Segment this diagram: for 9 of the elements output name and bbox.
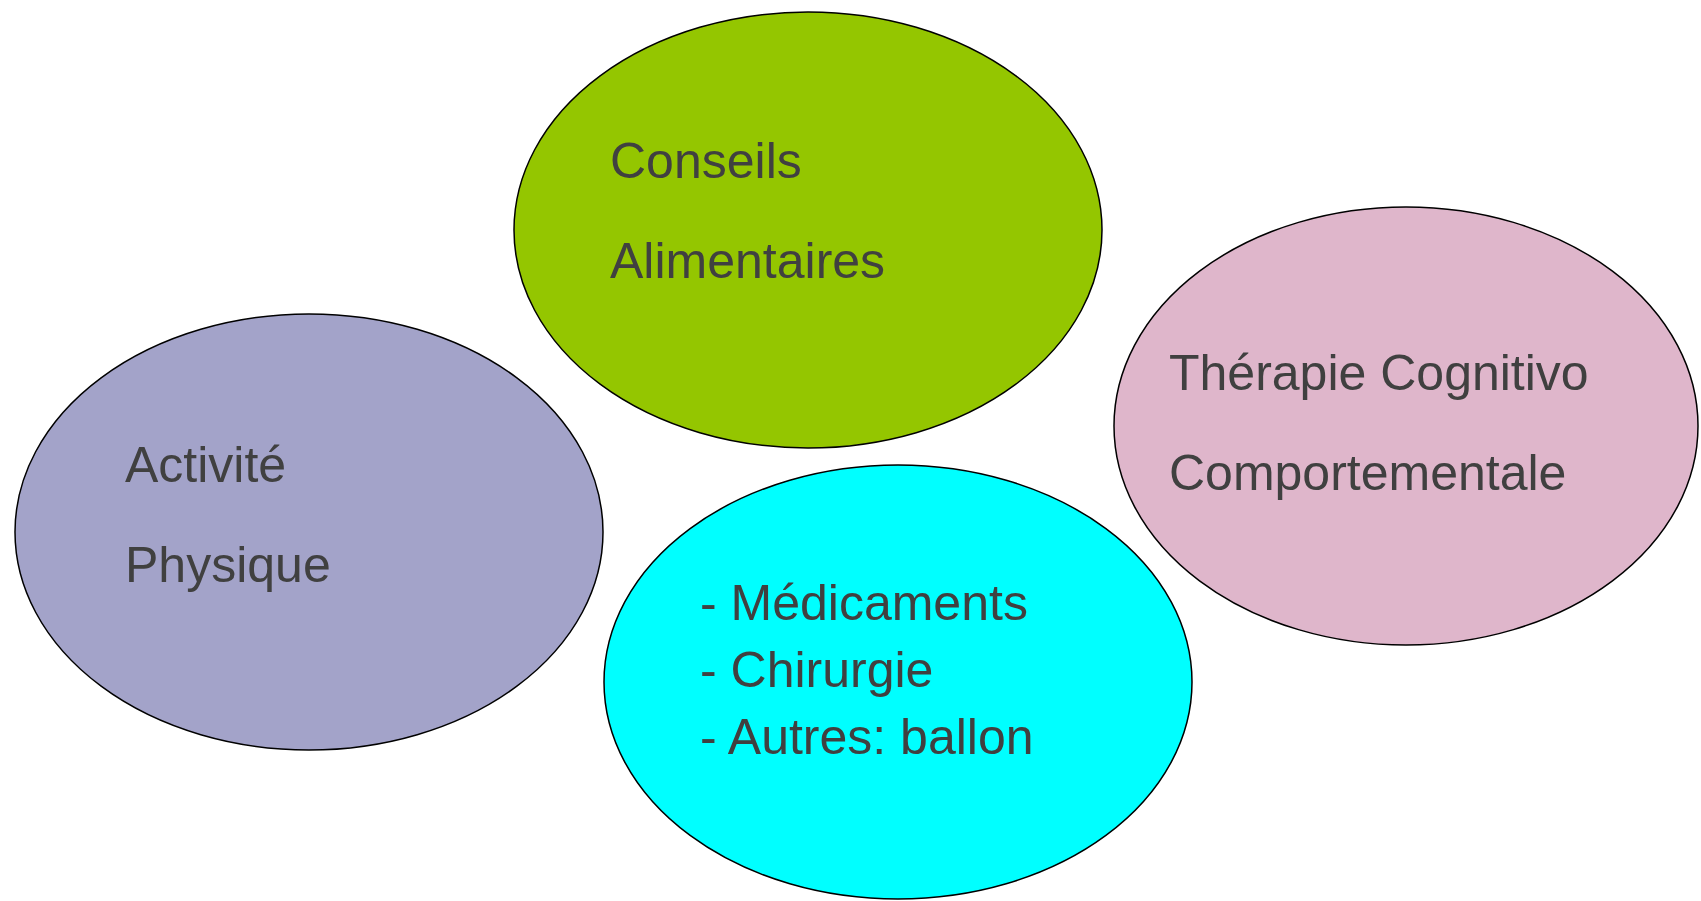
node-label: Thérapie Cognitivo Comportementale [1169, 344, 1590, 503]
ellipse-shape [513, 11, 1103, 449]
node-label: - Chirurgie [700, 641, 935, 700]
ellipse-shape [1113, 206, 1699, 646]
node-label: Conseils Alimentaires [610, 132, 887, 291]
node-label: Activité Physique [125, 436, 332, 595]
node-label: - Autres: ballon [700, 708, 1035, 767]
node-label: - Médicaments [700, 574, 1029, 633]
ellipse-shape [14, 313, 604, 751]
